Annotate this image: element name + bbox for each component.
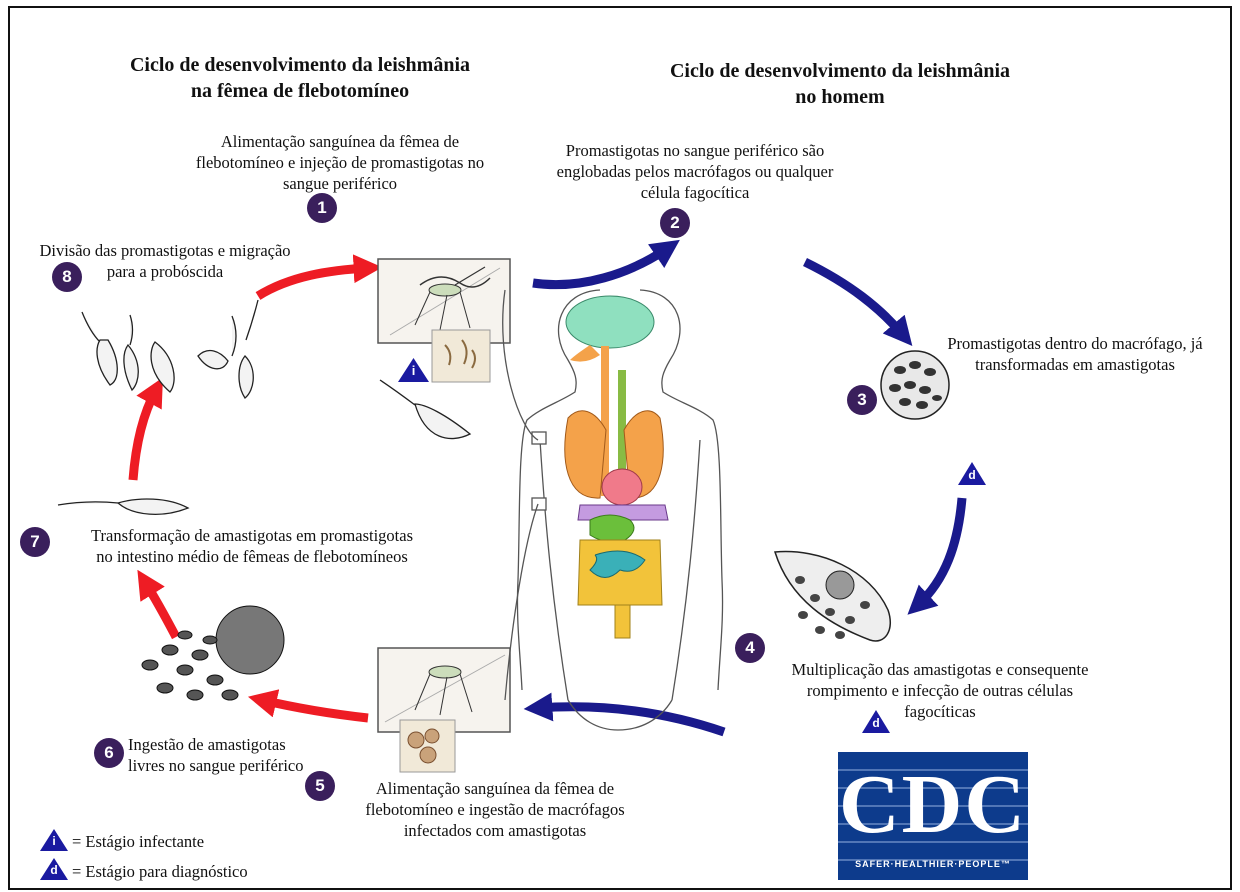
blue-arrow-2-to-3 [805,262,903,335]
cdc-logo-tagline: SAFER·HEALTHIER·PEOPLE™ [838,859,1028,869]
red-arrow-6-to-7 [145,582,176,637]
macrophage-with-amastigotes [881,351,949,419]
infective-marker-letter: i [398,363,429,378]
cdc-logo-text: CDC [838,760,1028,850]
legend-infective-letter: i [40,834,68,848]
legend-diagnostic-letter: d [40,863,68,877]
ruptured-macrophage [775,552,890,641]
blue-arrow-3-to-4 [918,498,962,605]
sandfly-feeding-image-bottom [378,648,510,772]
diagnostic-marker-letter-3: d [958,468,986,482]
red-arrow-7-to-8 [133,390,156,480]
red-arrow-8-to-1 [258,268,368,296]
red-arrow-5-to-6 [262,700,368,718]
legend-diagnostic-label: = Estágio para diagnóstico [72,862,248,882]
human-organs [565,296,668,638]
legend-infective-label: = Estágio infectante [72,832,204,852]
blue-arrow-1-to-2 [533,248,668,285]
diagnostic-marker-letter-4: d [862,716,890,730]
midgut-promastigote [58,499,188,514]
